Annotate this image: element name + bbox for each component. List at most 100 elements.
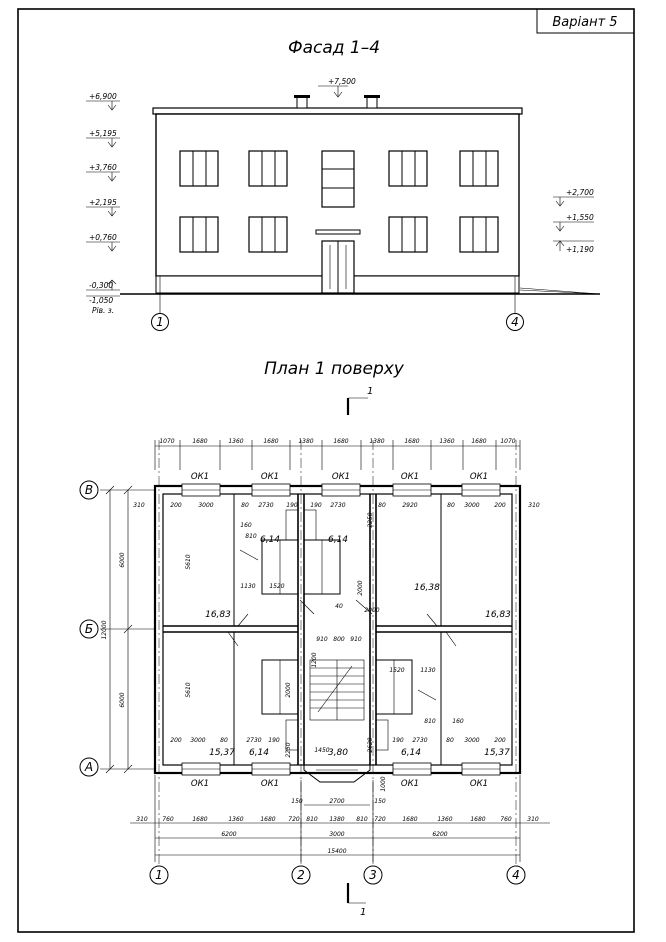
entrance-vestibule (303, 765, 371, 783)
svg-text:1360: 1360 (228, 438, 243, 445)
svg-text:1680: 1680 (263, 438, 278, 445)
svg-text:2000: 2000 (364, 607, 379, 614)
svg-text:3000: 3000 (464, 737, 479, 744)
svg-text:ОК1: ОК1 (470, 779, 488, 789)
plan-interior-dims: 310 310 200 3000 80 2730 190 190 2730 80… (133, 502, 540, 758)
svg-text:А: А (84, 760, 93, 774)
svg-text:6,14: 6,14 (328, 535, 348, 545)
svg-text:1380: 1380 (329, 816, 344, 823)
svg-text:1680: 1680 (471, 438, 486, 445)
ground-note: Рів. з. (92, 306, 114, 315)
svg-text:+1,190: +1,190 (566, 245, 594, 254)
svg-text:1200: 1200 (311, 652, 318, 667)
section-mark-top: 1 (346, 386, 373, 415)
svg-text:1: 1 (156, 315, 164, 329)
bottom-dimension-chains: 150 2700 150 1000 310 760 1680 1360 1680… (130, 775, 550, 862)
svg-text:190: 190 (268, 737, 280, 744)
svg-text:310: 310 (136, 816, 148, 823)
svg-text:1450: 1450 (314, 747, 329, 754)
facade-elevation (120, 95, 601, 295)
svg-text:80: 80 (241, 502, 249, 509)
svg-text:-1,050: -1,050 (89, 296, 113, 305)
svg-text:ОК1: ОК1 (332, 472, 350, 482)
svg-text:В: В (85, 483, 93, 497)
svg-text:1360: 1360 (228, 816, 243, 823)
svg-text:15400: 15400 (327, 848, 346, 855)
svg-text:16,83: 16,83 (485, 610, 511, 620)
svg-text:720: 720 (288, 816, 300, 823)
svg-text:910: 910 (350, 636, 362, 643)
stair-window (321, 150, 355, 208)
svg-text:80: 80 (447, 502, 455, 509)
svg-text:1520: 1520 (269, 583, 284, 590)
svg-text:5610: 5610 (185, 554, 192, 569)
svg-text:150: 150 (291, 798, 303, 805)
facade-levels-right: +2,700 +1,550 +1,190 (553, 188, 594, 254)
svg-text:1680: 1680 (192, 816, 207, 823)
svg-text:1: 1 (155, 868, 163, 882)
svg-text:2730: 2730 (412, 737, 427, 744)
svg-text:1070: 1070 (159, 438, 174, 445)
svg-text:ОК1: ОК1 (470, 472, 488, 482)
svg-text:40: 40 (335, 603, 343, 610)
svg-text:15,37: 15,37 (209, 748, 235, 758)
svg-text:1360: 1360 (437, 816, 452, 823)
svg-text:310: 310 (527, 816, 539, 823)
svg-text:+3,760: +3,760 (89, 163, 117, 172)
svg-text:1070: 1070 (500, 438, 515, 445)
svg-text:760: 760 (162, 816, 174, 823)
svg-text:810: 810 (306, 816, 318, 823)
svg-text:3: 3 (369, 868, 377, 882)
svg-text:1380: 1380 (369, 438, 384, 445)
svg-text:1680: 1680 (402, 816, 417, 823)
facade-levels-left: +6,900 +5,195 +3,760 +2,195 +0,760 -0,30… (86, 92, 120, 315)
svg-text:810: 810 (424, 718, 436, 725)
facade-axes: 1 4 (151, 293, 524, 331)
chimney (366, 96, 378, 109)
svg-text:1130: 1130 (240, 583, 255, 590)
plan-title: План 1 поверху (264, 359, 405, 379)
column-axes: 1 2 3 4 (149, 440, 526, 885)
svg-text:1680: 1680 (192, 438, 207, 445)
svg-text:2700: 2700 (329, 798, 344, 805)
svg-text:2920: 2920 (402, 502, 417, 509)
svg-text:+2,700: +2,700 (566, 188, 594, 197)
svg-text:800: 800 (333, 636, 345, 643)
svg-text:16,38: 16,38 (414, 583, 440, 593)
svg-text:-0,300: -0,300 (89, 281, 113, 290)
svg-text:160: 160 (452, 718, 464, 725)
svg-text:6000: 6000 (119, 552, 126, 567)
room-areas: 6,14 6,14 16,38 16,83 16,83 15,37 6,14 3… (205, 535, 511, 758)
svg-text:2: 2 (297, 868, 305, 882)
svg-text:80: 80 (446, 737, 454, 744)
svg-text:1380: 1380 (298, 438, 313, 445)
svg-text:15,37: 15,37 (484, 748, 510, 758)
svg-text:1360: 1360 (439, 438, 454, 445)
svg-text:6200: 6200 (432, 831, 447, 838)
svg-text:2000: 2000 (357, 580, 364, 595)
svg-text:810: 810 (356, 816, 368, 823)
svg-text:3000: 3000 (190, 737, 205, 744)
svg-text:310: 310 (133, 502, 145, 509)
svg-text:1680: 1680 (333, 438, 348, 445)
svg-text:2730: 2730 (246, 737, 261, 744)
svg-text:80: 80 (220, 737, 228, 744)
svg-text:6,14: 6,14 (249, 748, 269, 758)
svg-text:+5,195: +5,195 (89, 129, 117, 138)
window-labels-bottom: ОК1 ОК1 ОК1 ОК1 (191, 779, 488, 789)
svg-text:ОК1: ОК1 (401, 472, 419, 482)
svg-text:Б: Б (85, 622, 93, 636)
svg-text:16,83: 16,83 (205, 610, 231, 620)
section-mark-bottom: 1 (346, 883, 366, 918)
svg-text:1520: 1520 (389, 667, 404, 674)
svg-text:760: 760 (500, 816, 512, 823)
svg-text:1: 1 (367, 386, 373, 397)
sheet-frame (17, 8, 635, 933)
svg-text:200: 200 (494, 737, 506, 744)
svg-text:12000: 12000 (101, 620, 108, 639)
svg-text:3000: 3000 (198, 502, 213, 509)
svg-text:4: 4 (512, 868, 520, 882)
top-dimension-chain: 1070 1680 1360 1680 1380 1680 1380 1680 … (154, 438, 521, 470)
svg-text:910: 910 (316, 636, 328, 643)
svg-text:6,14: 6,14 (401, 748, 421, 758)
